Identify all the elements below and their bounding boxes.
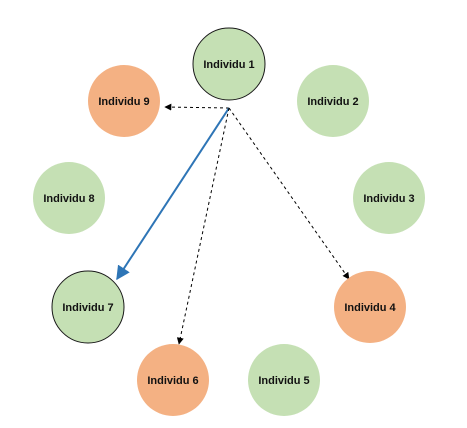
node-circle [297, 65, 369, 137]
node-n9: Individu 9 [88, 65, 160, 137]
node-label: Individu 3 [363, 193, 414, 205]
node-n1: Individu 1 [192, 27, 266, 101]
node-circle [51, 270, 125, 344]
node-label: Individu 8 [43, 193, 94, 205]
node-n5: Individu 5 [248, 344, 320, 416]
edge-n1-to-n7-arrow [116, 107, 230, 281]
edge-n1-to-n9-arrow [164, 103, 230, 111]
node-n3: Individu 3 [353, 162, 425, 234]
node-n4: Individu 4 [334, 271, 406, 343]
node-label: Individu 2 [307, 96, 358, 108]
node-label: Individu 7 [62, 302, 113, 314]
node-n2: Individu 2 [297, 65, 369, 137]
node-circle [334, 271, 406, 343]
node-label: Individu 5 [258, 375, 309, 387]
node-label: Individu 4 [344, 302, 396, 314]
node-n7: Individu 7 [51, 270, 125, 344]
node-label: Individu 6 [147, 375, 198, 387]
node-circle [137, 344, 209, 416]
edge-n1-to-n4-arrow [228, 107, 350, 280]
node-n8: Individu 8 [33, 162, 105, 234]
node-n6: Individu 6 [137, 344, 209, 416]
node-label: Individu 1 [203, 59, 254, 71]
nodes: Individu 1 Individu 2 Individu 3 Individu 4… [33, 27, 425, 416]
node-label: Individu 9 [98, 96, 149, 108]
node-circle [88, 65, 160, 137]
node-circle [192, 27, 266, 101]
node-circle [248, 344, 320, 416]
edges [116, 103, 350, 345]
edge-n1-to-n6-arrow [176, 107, 230, 345]
node-circle [33, 162, 105, 234]
node-circle [353, 162, 425, 234]
